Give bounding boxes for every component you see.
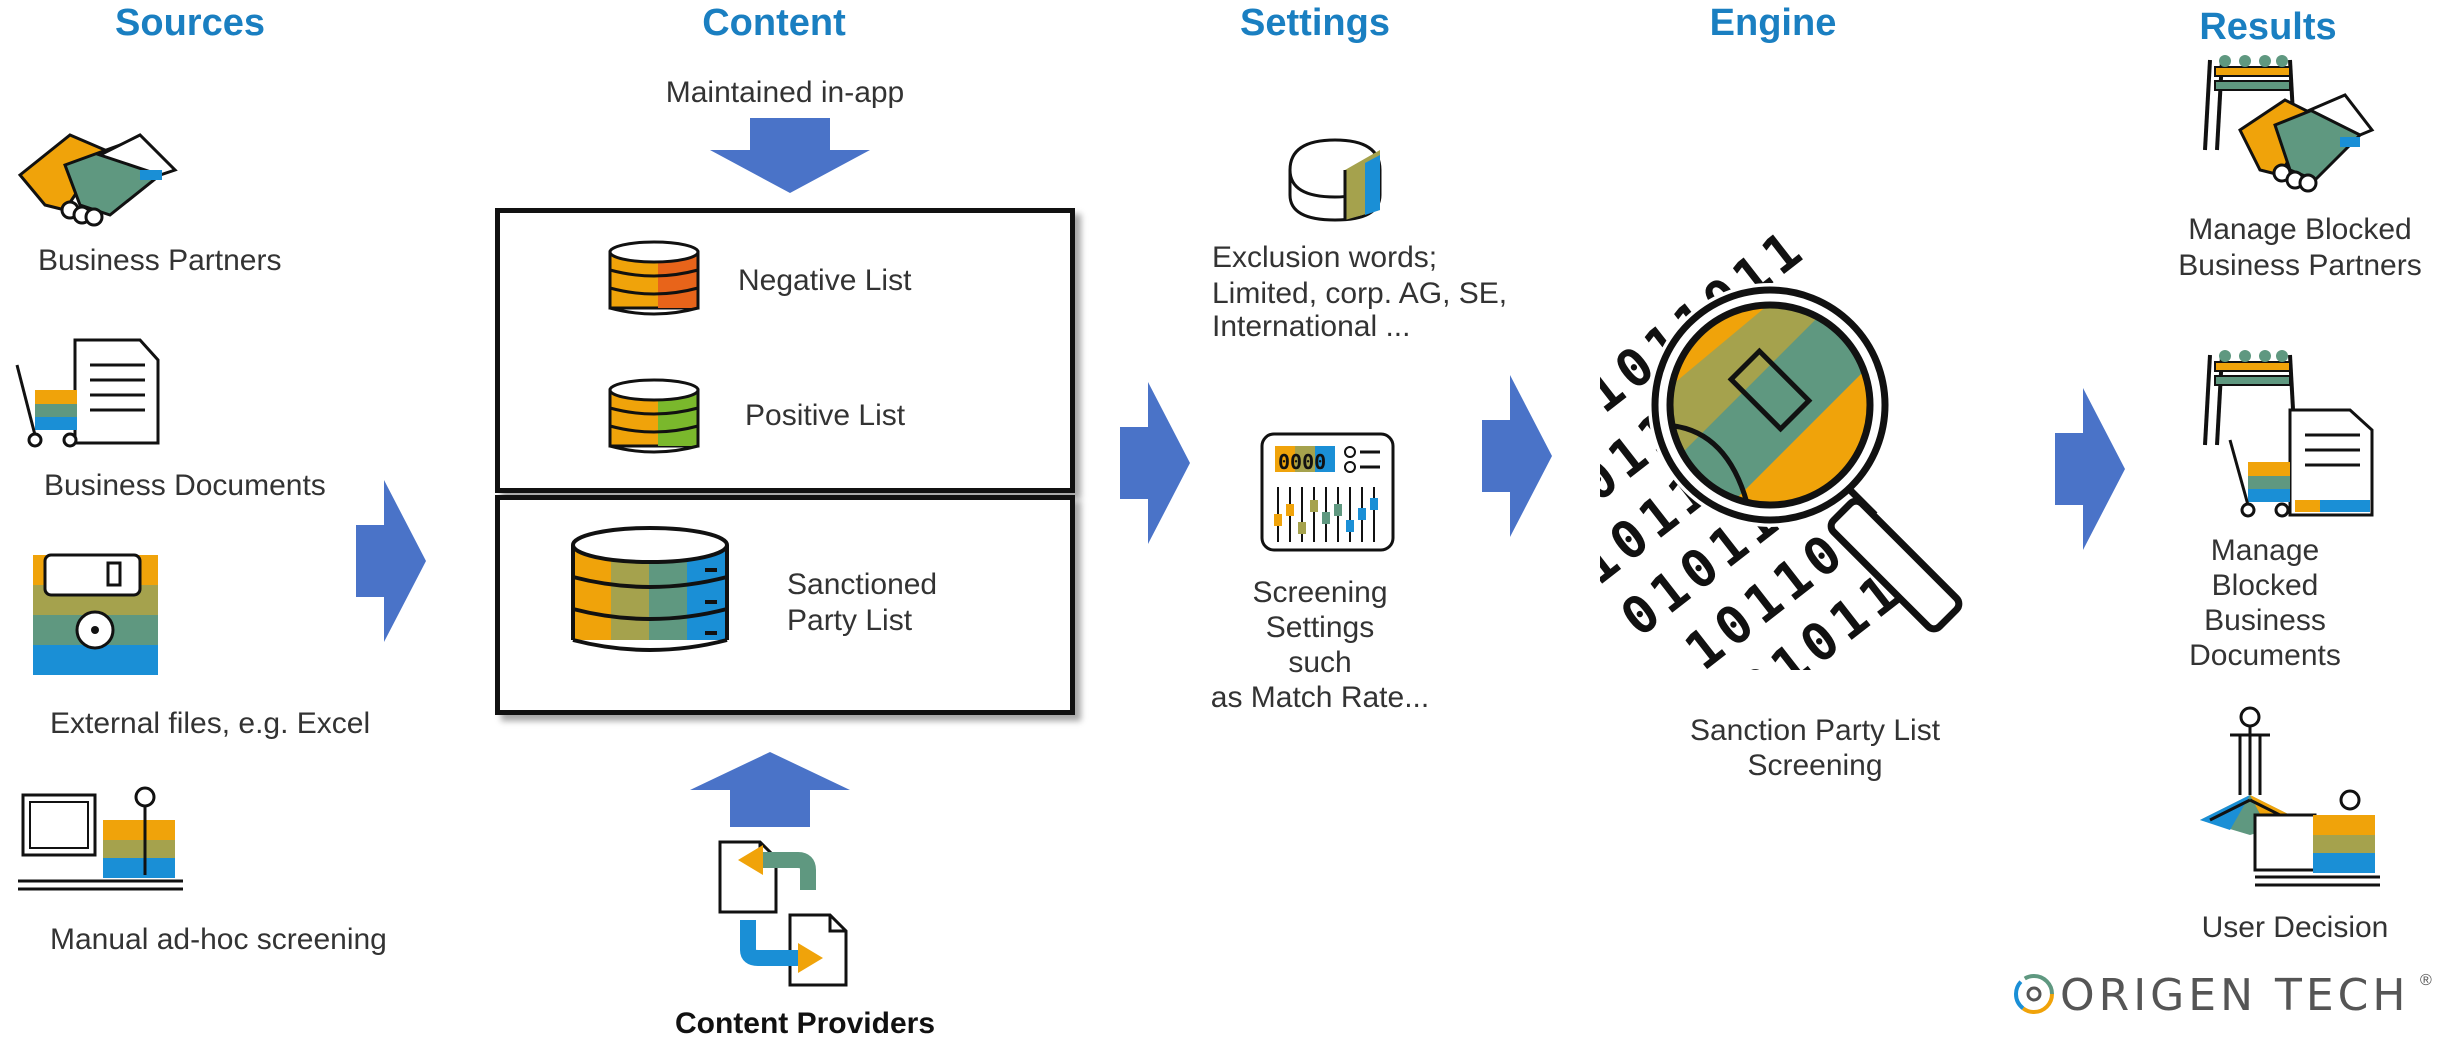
magnifying-glass-icon	[1648, 283, 1963, 633]
arrow-up-icon	[690, 752, 850, 827]
header-results: Results	[2199, 6, 2337, 48]
origen-logo-mark-icon	[2014, 974, 2054, 1014]
person-at-computer-icon	[18, 786, 183, 891]
positive-list-label: Positive List	[745, 399, 906, 432]
sanctioned-party-database-icon	[571, 526, 729, 652]
result-label-blocked-documents-line1: Manage	[2210, 534, 2320, 567]
sanctioned-label-line2: Party List	[787, 604, 913, 637]
screening-settings-line2: Settings	[1265, 611, 1375, 644]
pie-chart-icon	[1288, 138, 1382, 222]
exclusion-words-line3: International ...	[1212, 310, 1411, 343]
documents-cart-icon	[15, 338, 160, 448]
floppy-disk-icon	[33, 553, 158, 675]
source-label-manual-screening: Manual ad-hoc screening	[50, 923, 387, 956]
result-label-blocked-documents-line4: Documents	[2189, 639, 2341, 672]
result-label-blocked-documents-line2: Blocked	[2211, 569, 2319, 602]
origen-logo-text: ORIGEN TECH	[2060, 970, 2410, 1021]
exclusion-words-line2: Limited, corp. AG, SE,	[1212, 277, 1508, 310]
header-content: Content	[702, 2, 846, 44]
content-maintained-label: Maintained in-app	[665, 76, 905, 109]
arrow-right-icon	[2055, 388, 2125, 550]
positive-list-database-icon	[608, 378, 700, 454]
engine-label-line1: Sanction Party List	[1689, 714, 1941, 747]
result-label-blocked-partners-line2: Business Partners	[2178, 249, 2422, 282]
screening-settings-line4: as Match Rate...	[1210, 681, 1430, 714]
in-app-lists-box	[495, 208, 1075, 493]
arrow-right-icon	[356, 480, 426, 642]
source-label-external-files: External files, e.g. Excel	[50, 707, 371, 740]
mixer-display-value: 0000	[1278, 450, 1327, 474]
result-label-blocked-documents-line3: Business	[2204, 604, 2326, 637]
exclusion-words-line1: Exclusion words;	[1212, 241, 1438, 274]
handshake-icon	[17, 133, 178, 227]
header-engine: Engine	[1709, 2, 1837, 44]
source-label-business-partners: Business Partners	[38, 244, 282, 277]
source-label-business-documents: Business Documents	[44, 469, 326, 502]
arrow-right-icon	[1120, 382, 1190, 544]
arrow-right-icon	[1482, 375, 1552, 537]
arrow-down-icon	[710, 118, 870, 193]
blocked-documents-icon	[2203, 350, 2374, 518]
result-label-user-decision: User Decision	[2201, 911, 2389, 944]
blocked-handshake-icon	[2203, 55, 2375, 193]
content-providers-label: Content Providers	[674, 1007, 936, 1040]
content-providers-exchange-icon	[718, 840, 848, 987]
sanctioned-label-line1: Sanctioned	[787, 568, 938, 601]
negative-list-label: Negative List	[738, 264, 912, 297]
screening-settings-line3: such	[1288, 646, 1352, 679]
result-label-blocked-partners-line1: Manage Blocked	[2188, 213, 2412, 246]
header-settings: Settings	[1240, 2, 1390, 44]
user-decision-icon	[2200, 706, 2380, 887]
engine-label-line2: Screening	[1747, 749, 1883, 782]
negative-list-database-icon	[608, 240, 700, 316]
screening-settings-line1: Screening	[1252, 576, 1388, 609]
origen-logo-registered: ®	[2420, 972, 2432, 989]
header-sources: Sources	[115, 2, 265, 44]
mixer-settings-icon	[1260, 432, 1395, 552]
